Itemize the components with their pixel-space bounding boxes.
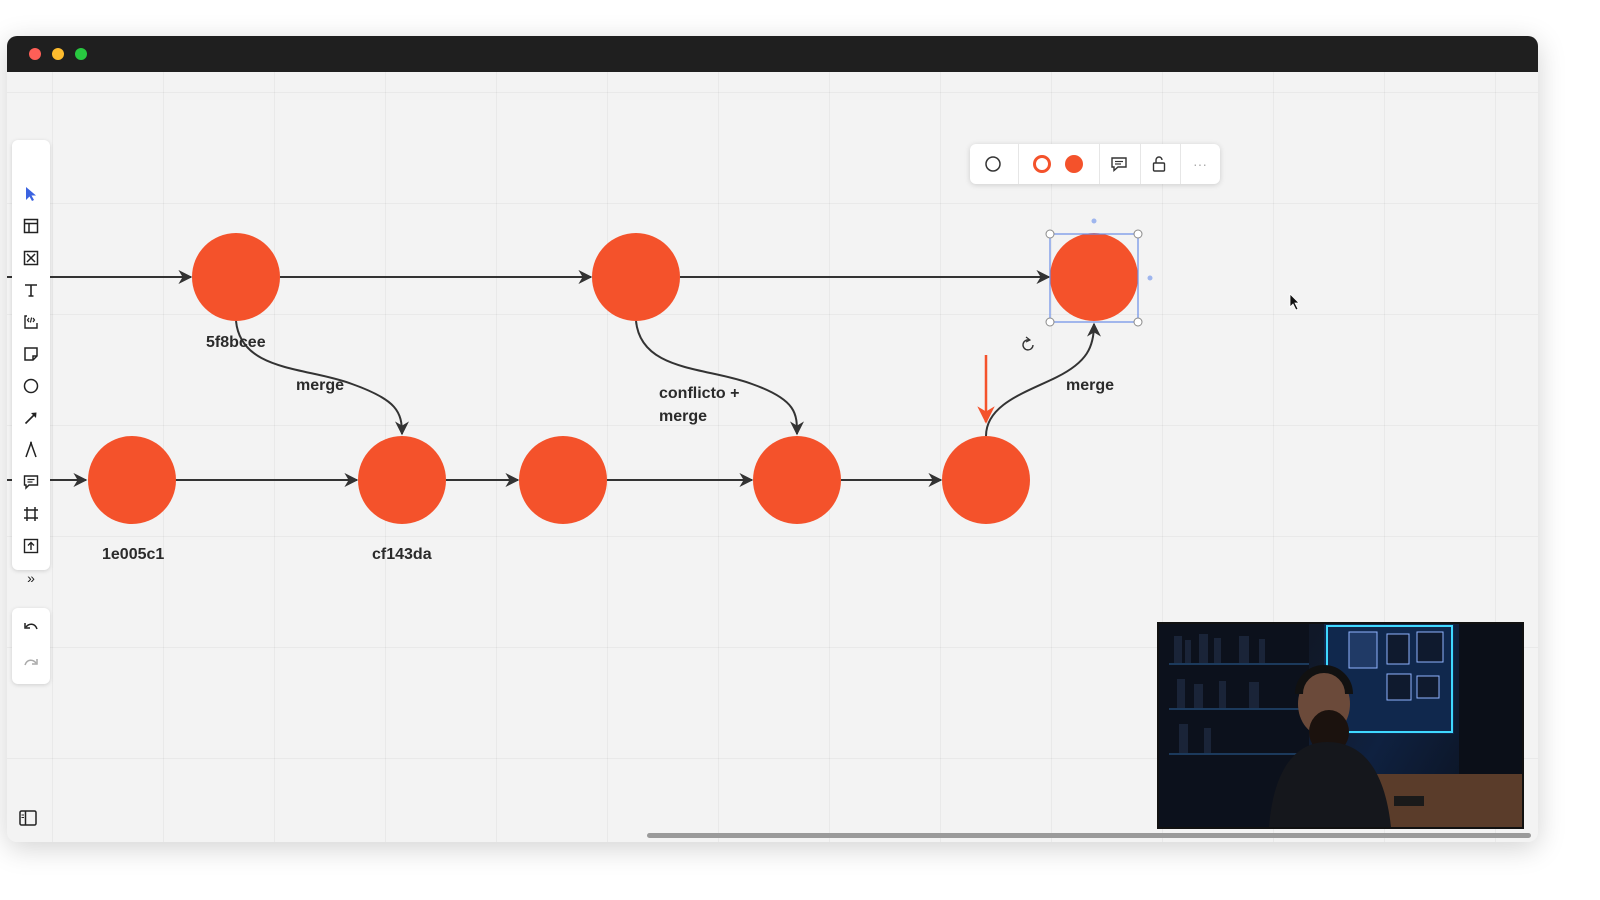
edge-merge-conflict[interactable]: [635, 320, 804, 436]
upload-icon[interactable]: [15, 532, 47, 560]
undo-icon[interactable]: [15, 614, 47, 642]
merge-label-1[interactable]: merge: [296, 377, 345, 394]
webcam-overlay: [1157, 622, 1524, 829]
border-color-icon[interactable]: [1027, 150, 1057, 178]
commit-node-bottom-4[interactable]: [753, 436, 841, 524]
more-icon[interactable]: ···: [1193, 156, 1207, 172]
commit-node-bottom-5[interactable]: [942, 436, 1030, 524]
comment-icon[interactable]: [15, 468, 47, 496]
redo-icon[interactable]: [15, 650, 47, 678]
lock-icon[interactable]: [1144, 150, 1174, 178]
divider: [1099, 144, 1100, 184]
commit-node-1e005c1[interactable]: [88, 436, 176, 524]
code-block-icon[interactable]: [15, 308, 47, 336]
text-icon[interactable]: [15, 276, 47, 304]
frame-placeholder-icon[interactable]: [15, 244, 47, 272]
divider: [1140, 144, 1141, 184]
resize-handle[interactable]: [1045, 317, 1055, 327]
edge-merge-1[interactable]: [235, 320, 409, 436]
fill-color-icon[interactable]: [1059, 150, 1089, 178]
conflict-merge-label[interactable]: conflicto + merge: [659, 385, 740, 425]
sticky-note-icon[interactable]: [15, 340, 47, 368]
comment-icon[interactable]: [1104, 150, 1134, 178]
commit-node-top-2[interactable]: [592, 233, 680, 321]
shape-outline-icon[interactable]: [978, 150, 1008, 178]
select-icon[interactable]: [15, 180, 47, 208]
close-button[interactable]: [29, 48, 41, 60]
divider: [1180, 144, 1181, 184]
maximize-button[interactable]: [75, 48, 87, 60]
commit-node-top-3-selected[interactable]: [1050, 233, 1138, 321]
mouse-cursor-icon: [1289, 293, 1300, 311]
resize-handle[interactable]: [1045, 229, 1055, 239]
commit-node-cf143da[interactable]: [358, 436, 446, 524]
undo-redo-panel: [12, 608, 50, 684]
shape-icon[interactable]: [15, 372, 47, 400]
connector-icon[interactable]: [15, 404, 47, 432]
title-bar: [7, 36, 1538, 72]
webcam-scene: [1159, 624, 1522, 827]
more-tools-icon[interactable]: »: [27, 570, 35, 586]
tool-palette: »: [12, 140, 50, 586]
pen-icon[interactable]: [15, 436, 47, 464]
commit-label-5f8bcee[interactable]: 5f8bcee: [206, 334, 266, 351]
commit-label-1e005c1[interactable]: 1e005c1: [102, 546, 165, 563]
panel-toggle-icon[interactable]: [12, 804, 44, 832]
commit-node-5f8bcee[interactable]: [192, 233, 280, 321]
merge-label-2[interactable]: merge: [1066, 377, 1115, 394]
rotate-icon[interactable]: [1022, 336, 1034, 351]
templates-icon[interactable]: [15, 212, 47, 240]
divider: [1018, 144, 1019, 184]
resize-handle[interactable]: [1133, 317, 1143, 327]
commit-label-cf143da[interactable]: cf143da: [372, 546, 432, 563]
connection-dot[interactable]: [1091, 218, 1097, 224]
git-branch-diagram: [7, 218, 1300, 524]
horizontal-scrollbar[interactable]: [647, 833, 1531, 838]
selection-box[interactable]: [1045, 218, 1153, 327]
minimize-button[interactable]: [52, 48, 64, 60]
resize-handle[interactable]: [1133, 229, 1143, 239]
commit-node-bottom-3[interactable]: [519, 436, 607, 524]
connection-dot[interactable]: [1147, 275, 1153, 281]
context-toolbar: ···: [970, 144, 1220, 184]
frame-icon[interactable]: [15, 500, 47, 528]
